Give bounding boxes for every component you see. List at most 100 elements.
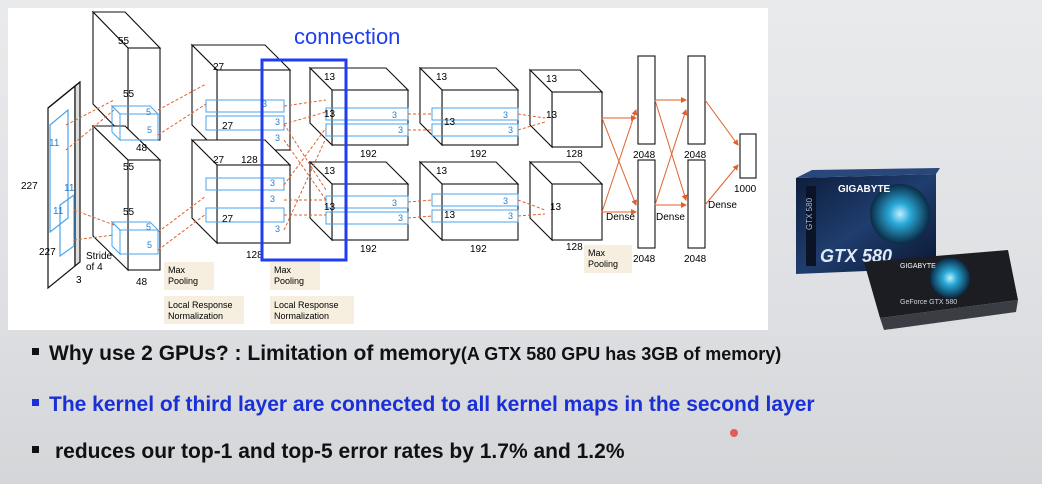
conv2-to-conv3-arrows	[283, 99, 327, 231]
conv1-top-w-label: 55	[123, 89, 135, 100]
bullet-error-rates-text: reduces our top-1 and top-5 error rates …	[55, 440, 625, 463]
conv2-bottom-w-label: 27	[222, 214, 234, 225]
conv1-bottom-h-label: 55	[123, 162, 135, 173]
conv2-top-volume	[190, 43, 292, 152]
conv3-kernel-d: 3	[398, 213, 403, 223]
lrn-text-1-line-2: Normalization	[168, 311, 223, 321]
conv1-kernel-c: 5	[146, 222, 151, 232]
conv1-to-conv2-arrows	[157, 83, 207, 251]
dense-label-3: Dense	[708, 200, 737, 211]
fan-icon	[870, 184, 930, 244]
conv1-bottom-volume	[91, 124, 162, 272]
conv2-top-w-label: 27	[222, 121, 234, 132]
conv2-kernel-d: 3	[270, 178, 275, 188]
connection-highlight-box	[260, 58, 348, 262]
conv2-top-h-label: 27	[213, 62, 225, 73]
input-size-bottom-label: 227	[39, 247, 56, 258]
conv4-to-conv5-arrows	[517, 113, 546, 217]
max-pooling-text-1-line-2: Pooling	[168, 276, 198, 286]
conv5-top-volume	[528, 68, 604, 149]
max-pooling-box-2	[270, 262, 320, 290]
gpu-card-model: GeForce GTX 580	[900, 299, 957, 306]
conv4-top-h-label: 13	[436, 72, 448, 83]
max-pooling-text-2-line-2: Pooling	[274, 276, 304, 286]
fc-arrows	[601, 97, 739, 215]
conv2-kernel-e: 3	[270, 194, 275, 204]
conv5-top-depth-label: 128	[566, 149, 583, 160]
conv4-bottom-h-label: 13	[436, 166, 448, 177]
conv4-top-volume	[418, 66, 520, 147]
conv4-bottom-w-label: 13	[444, 210, 456, 221]
conv2-kernel-a: 3	[262, 99, 267, 109]
fc7-bottom-size-label: 2048	[684, 254, 707, 265]
fc6-bottom-size-label: 2048	[633, 254, 656, 265]
conv5-bottom-depth-label: 128	[566, 242, 583, 253]
conv3-to-conv4-arrows	[407, 113, 433, 219]
conv2-kernel-f: 3	[275, 224, 280, 234]
gpu-box-side-text: GTX 580	[805, 197, 814, 230]
lrn-box-1	[164, 296, 244, 324]
conv5-bottom-volume	[528, 160, 604, 242]
conv3-top-w-label: 13	[324, 109, 336, 120]
dense-label-1: Dense	[606, 212, 635, 223]
max-pooling-text-3-line-2: Pooling	[588, 259, 618, 269]
gpu-box-brand: GIGABYTE	[838, 184, 891, 195]
fc7-bottom	[687, 159, 706, 249]
conv2-bottom-depth-label: 128	[246, 250, 263, 261]
conv4-kernel-a: 3	[503, 110, 508, 120]
gtx580-product-image: GIGABYTE GTX 580 GTX 580 GIGABYTE GeForc…	[796, 168, 1018, 330]
conv5-top-h-label: 13	[546, 110, 558, 121]
conv4-kernel-c: 3	[503, 196, 508, 206]
fc7-top-size-label: 2048	[684, 150, 707, 161]
input-kernel-label-3: 11	[53, 206, 64, 217]
lrn-text-2: Local Response	[274, 300, 339, 310]
conv3-bottom-h-label: 13	[324, 166, 336, 177]
conv4-kernel-d: 3	[508, 211, 513, 221]
input-kernel-label: 11	[49, 138, 60, 149]
conv3-bottom-depth-label: 192	[360, 244, 377, 255]
conv3-kernel-c: 3	[392, 198, 397, 208]
bullet-memory: Why use 2 GPUs? : Limitation of memory(A…	[32, 342, 781, 366]
conv1-top-volume	[91, 10, 162, 142]
bullet-kernel-connection: The kernel of third layer are connected …	[32, 393, 815, 417]
conv4-top-w-label: 13	[444, 117, 456, 128]
conv4-bottom-depth-label: 192	[470, 244, 487, 255]
connection-label: connection	[294, 24, 400, 49]
fc-layers	[637, 55, 757, 249]
card-fan-icon	[930, 258, 970, 298]
conv4-top-depth-label: 192	[470, 149, 487, 160]
conv3-kernel-b: 3	[398, 125, 403, 135]
fc6-top	[637, 55, 656, 145]
bullet-marker	[32, 398, 39, 406]
conv1-top-h-label: 55	[118, 36, 130, 47]
conv1-bottom-depth-label: 48	[136, 277, 148, 288]
conv1-kernels	[110, 104, 160, 256]
input-channels-label: 3	[76, 275, 82, 286]
bullet-memory-main: Why use 2 GPUs? : Limitation of memory	[49, 342, 461, 365]
fc6-bottom	[637, 159, 656, 249]
input-to-conv1-arrows	[65, 99, 115, 241]
stride-label: Stride	[86, 251, 113, 262]
conv5-bottom-h-label: 13	[550, 202, 562, 213]
stride-label-2: of 4	[86, 262, 103, 273]
input-volume	[47, 80, 81, 290]
gpu-card-brand: GIGABYTE	[900, 263, 936, 270]
conv2-top-depth-label: 128	[241, 155, 258, 166]
output-layer	[739, 133, 757, 179]
conv4-kernel-b: 3	[508, 125, 513, 135]
bullet-memory-detail: (A GTX 580 GPU has 3GB of memory)	[460, 344, 782, 364]
gpu-box-model: GTX 580	[820, 246, 892, 266]
lrn-box-2	[270, 296, 354, 324]
bullet-error-rates: reduces our top-1 and top-5 error rates …	[32, 440, 625, 464]
max-pooling-text-3: Max	[588, 248, 606, 258]
conv2-kernel-c: 3	[275, 133, 280, 143]
lrn-text-1: Local Response	[168, 300, 233, 310]
conv3-kernel-a: 3	[392, 110, 397, 120]
conv1-kernel-b: 5	[147, 125, 152, 135]
alexnet-architecture-diagram: 227 227 3 11 11 11 Stride of 4 55 55 55 …	[21, 10, 1018, 330]
